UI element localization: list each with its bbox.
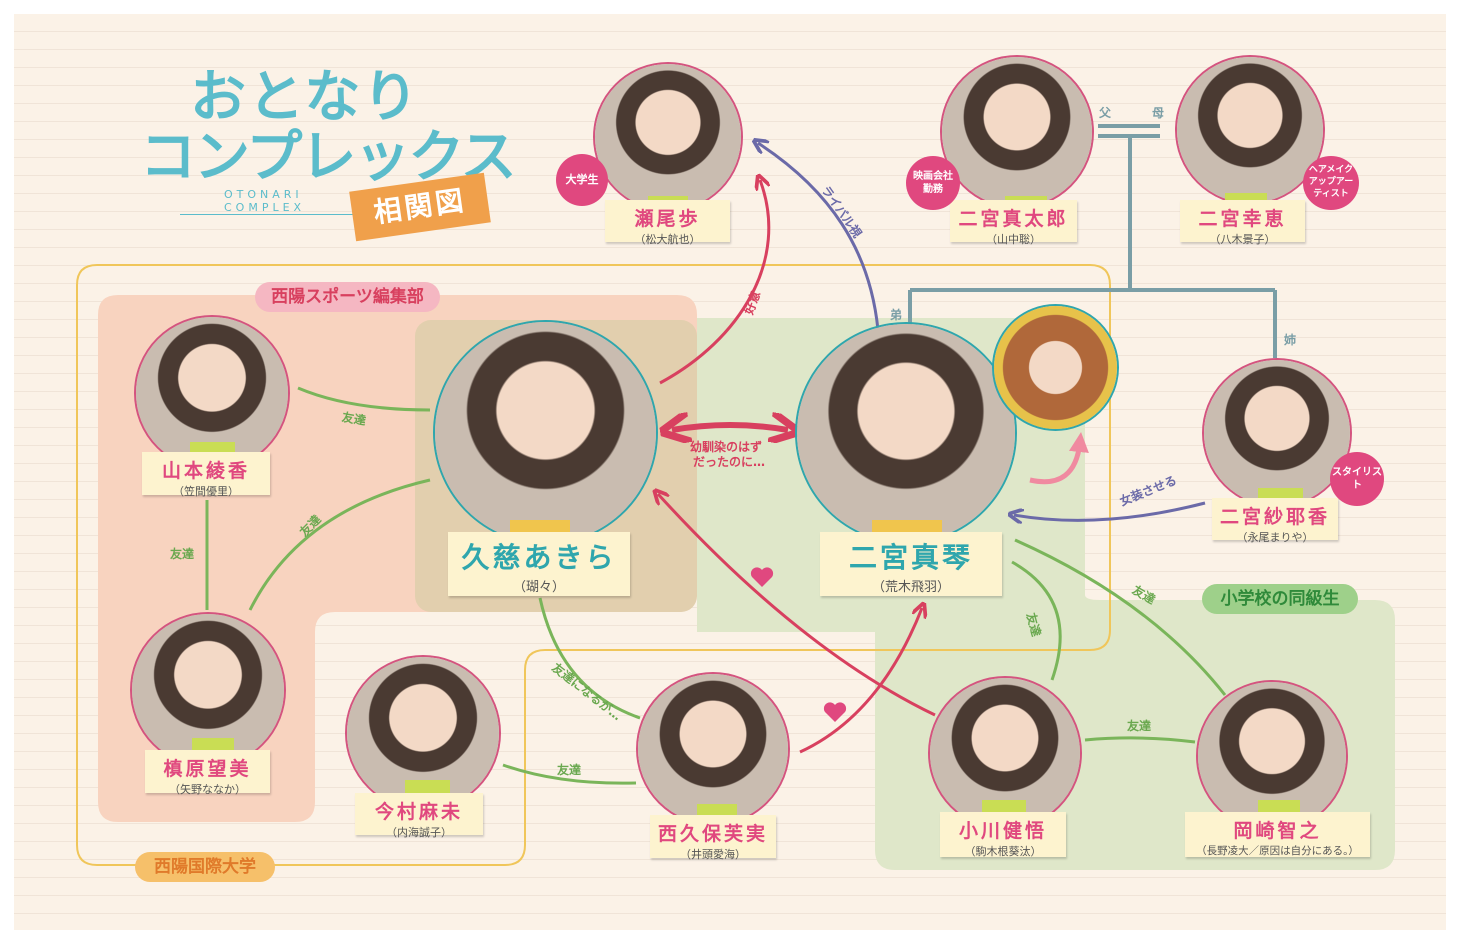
rel-friend: 友達	[1127, 719, 1152, 733]
rel-brother: 弟	[890, 308, 903, 322]
portrait-ninomiya-sayaka	[1202, 358, 1352, 508]
character-card: 今村麻未（内海誠子）	[355, 793, 483, 839]
character-card: 槙原望美（矢野ななか）	[145, 750, 270, 796]
portrait-ninomiya-sachie	[1175, 55, 1325, 205]
character-card: 岡崎智之（長野凌大／原因は自分にある。）	[1185, 812, 1370, 857]
university-outline	[76, 264, 1111, 866]
rel-friend: 友達	[557, 763, 582, 777]
character-card: 瀬尾歩（松大航也）	[605, 200, 730, 246]
portrait-nishikubo-fumi	[636, 672, 790, 826]
rel-sister: 姉	[1284, 333, 1297, 347]
character-card: 二宮真太郎（山中聡）	[950, 200, 1077, 246]
portrait-seo-ayumu	[593, 62, 743, 212]
role-badge: 映画会社勤務	[906, 156, 960, 210]
group-label-sports: 西陽スポーツ編集部	[255, 282, 440, 312]
character-card: 小川健悟（駒木根葵汰）	[940, 812, 1066, 858]
rel-childhood-2: だったのに…	[693, 455, 766, 469]
character-card: 山本綾香（笠間優里）	[142, 452, 270, 498]
question-heart-icon	[750, 567, 774, 587]
rel-father: 父	[1099, 106, 1112, 120]
title-line1: おとなり	[190, 65, 421, 130]
rel-mother: 母	[1152, 106, 1165, 120]
portrait-makoto-disguised	[992, 304, 1119, 431]
character-card-main: 久慈あきら（瑚々）	[448, 532, 630, 596]
relationship-chart: おとなり コンプレックス OTONARI COMPLEX 相関図 西陽スポーツ編…	[14, 14, 1446, 930]
character-card: 西久保芙実（井頭愛海）	[650, 815, 776, 861]
character-card: 二宮幸恵（八木景子）	[1180, 200, 1305, 246]
role-badge: 大学生	[556, 154, 608, 206]
portrait-ninomiya-shintaro	[940, 55, 1094, 209]
role-badge: ヘアメイクアップアーティスト	[1303, 156, 1359, 210]
portrait-kuji-akira	[433, 320, 658, 545]
title-subtitle: OTONARI COMPLEX	[180, 188, 390, 215]
rel-childhood-1: 幼馴染のはず	[690, 440, 763, 454]
character-card: 二宮紗耶香（永尾まりや）	[1212, 498, 1338, 544]
character-card-main: 二宮真琴（荒木飛羽）	[820, 532, 1002, 596]
role-badge: スタイリスト	[1330, 452, 1384, 506]
group-label-elementary: 小学校の同級生	[1202, 584, 1358, 614]
portrait-ninomiya-makoto	[795, 322, 1017, 544]
group-label-university: 西陽国際大学	[135, 852, 275, 882]
rel-friend: 友達	[170, 547, 195, 561]
heart-icon	[823, 702, 847, 722]
